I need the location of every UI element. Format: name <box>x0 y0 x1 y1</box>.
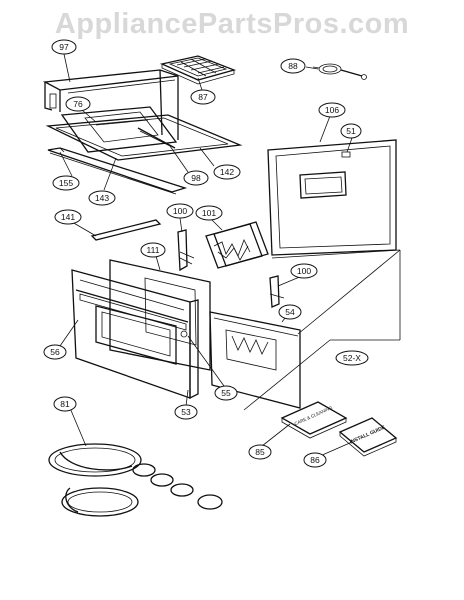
label-55: 55 <box>221 388 231 398</box>
callout-88: 88 <box>280 58 306 74</box>
callout-54: 54 <box>278 304 302 320</box>
label-76: 76 <box>73 99 83 109</box>
right-hinge <box>269 275 285 308</box>
left-hinge <box>177 229 195 272</box>
label-53: 53 <box>181 407 191 417</box>
label-111: 111 <box>147 245 160 255</box>
callout-100-top: 100 <box>166 203 194 219</box>
label-143: 143 <box>95 193 109 203</box>
label-87: 87 <box>198 92 208 102</box>
brush <box>312 63 367 80</box>
callout-86: 86 <box>303 452 327 468</box>
inner-door-panel <box>267 139 397 256</box>
label-81: 81 <box>60 399 70 409</box>
clip <box>137 127 176 149</box>
label-106: 106 <box>325 105 339 115</box>
outer-door <box>71 269 199 400</box>
callout-76: 76 <box>65 96 91 112</box>
label-85: 85 <box>255 447 265 457</box>
callout-51: 51 <box>340 123 362 139</box>
label-88: 88 <box>288 61 298 71</box>
label-155: 155 <box>59 178 73 188</box>
label-51: 51 <box>346 126 356 136</box>
callout-141: 141 <box>54 209 82 225</box>
label-100-right: 100 <box>297 266 311 276</box>
door-glass-panel <box>209 311 301 409</box>
callout-101: 101 <box>195 205 223 221</box>
broiler-pan <box>159 55 237 85</box>
assembly-bracket-52x <box>243 249 401 411</box>
label-101: 101 <box>202 208 216 218</box>
manual-86: INSTALL GUIDE <box>338 417 398 457</box>
inner-window-panel <box>60 106 178 153</box>
label-98: 98 <box>191 173 201 183</box>
vent-block <box>205 221 269 269</box>
callout-143: 143 <box>88 190 116 206</box>
door-insulation <box>109 259 211 371</box>
callout-97: 97 <box>51 39 77 55</box>
callout-56: 56 <box>43 344 67 360</box>
callout-52x: 52-X <box>335 350 369 366</box>
callout-85: 85 <box>248 444 272 460</box>
manual-86-text: INSTALL GUIDE <box>349 424 387 445</box>
callout-106: 106 <box>318 102 346 118</box>
label-141: 141 <box>61 212 75 222</box>
callout-155: 155 <box>52 175 80 191</box>
frame-strip <box>45 114 243 161</box>
channel-strip <box>47 147 188 195</box>
door-gasket <box>48 443 142 517</box>
callout-100-right: 100 <box>290 263 318 279</box>
callout-111: 111 <box>140 242 166 258</box>
label-56: 56 <box>50 347 60 357</box>
label-52x: 52-X <box>343 353 361 363</box>
callout-98: 98 <box>183 170 209 186</box>
label-54: 54 <box>285 307 295 317</box>
top-trim-frame <box>42 69 179 140</box>
knob-rings <box>132 463 223 510</box>
callout-81: 81 <box>53 396 77 412</box>
callout-55: 55 <box>214 385 238 401</box>
leader-lines <box>59 53 353 457</box>
rail <box>90 219 162 241</box>
manual-85: CARE & CLEANING <box>280 401 348 439</box>
label-142: 142 <box>220 167 234 177</box>
label-100-top: 100 <box>173 206 187 216</box>
label-86: 86 <box>310 455 320 465</box>
callout-142: 142 <box>213 164 241 180</box>
callout-53: 53 <box>174 404 198 420</box>
callout-87: 87 <box>190 89 216 105</box>
label-97: 97 <box>59 42 69 52</box>
